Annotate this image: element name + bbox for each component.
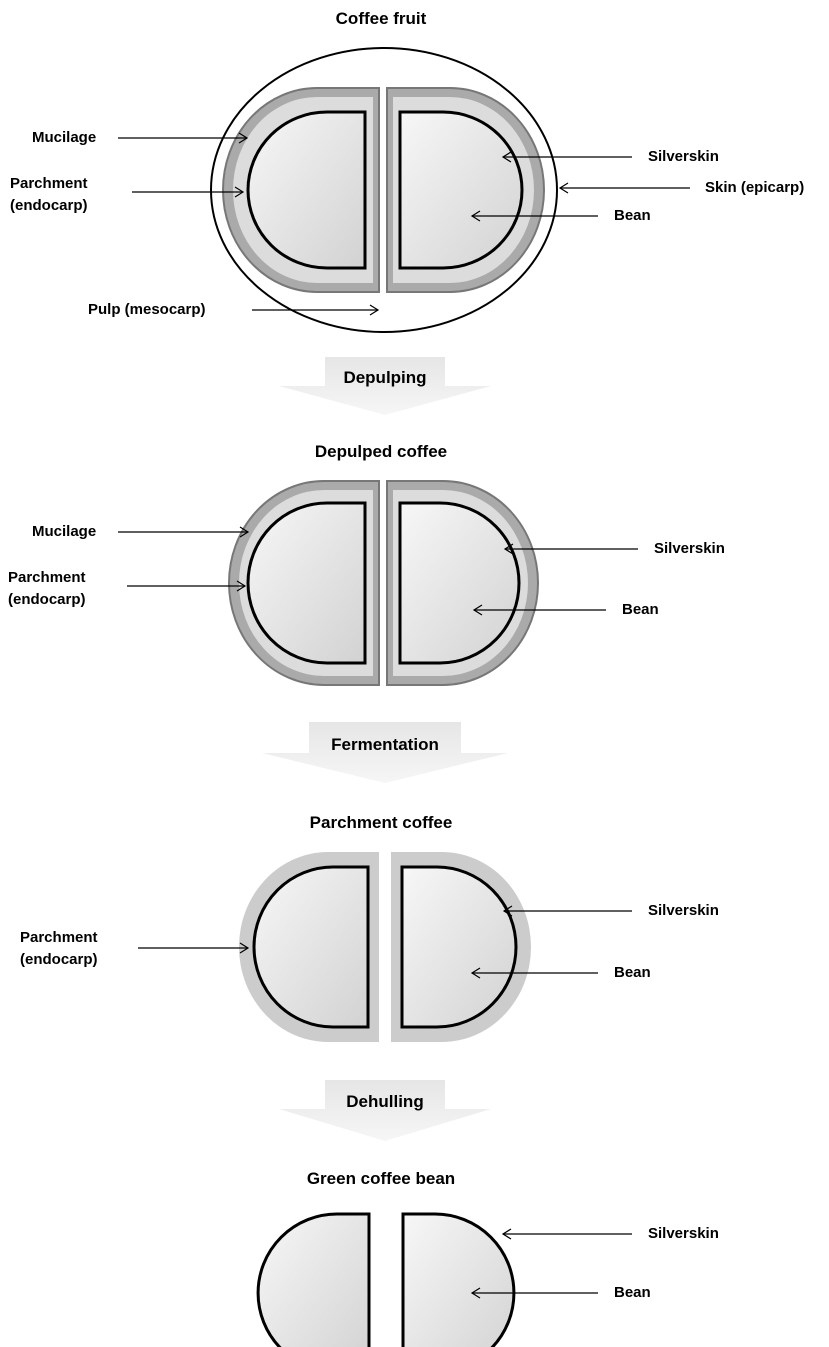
step-label-depulping: Depulping [343, 368, 426, 387]
stage-title-coffee-fruit: Coffee fruit [336, 9, 427, 28]
label-skin: Skin (epicarp) [705, 179, 804, 196]
label-bean: Bean [622, 601, 659, 618]
label-silverskin: Silverskin [648, 1225, 719, 1242]
left-bean-shape [258, 1214, 369, 1347]
stage-green-coffee-bean: Green coffee bean Silverskin Bean [258, 1169, 719, 1347]
stage-coffee-fruit: Coffee fruit Mucilage Parchment (endocar… [10, 9, 804, 332]
step-arrow-depulping: Depulping [279, 357, 491, 415]
label-parchment: Parchment [10, 175, 88, 192]
label-endocarp: (endocarp) [10, 197, 88, 214]
step-label-fermentation: Fermentation [331, 735, 439, 754]
label-mucilage: Mucilage [32, 129, 96, 146]
label-parchment: Parchment [8, 569, 86, 586]
label-silverskin: Silverskin [648, 902, 719, 919]
label-mucilage: Mucilage [32, 523, 96, 540]
label-bean: Bean [614, 964, 651, 981]
right-bean-shape [403, 1214, 514, 1347]
stage-depulped-coffee: Depulped coffee Mucilage Parchment (endo… [8, 442, 725, 685]
label-parchment: Parchment [20, 929, 98, 946]
step-arrow-fermentation: Fermentation [262, 722, 508, 783]
label-bean: Bean [614, 1284, 651, 1301]
stage-parchment-coffee: Parchment coffee Parchment (endocarp) Si… [20, 813, 719, 1042]
step-arrow-dehulling: Dehulling [279, 1080, 491, 1141]
label-endocarp: (endocarp) [20, 951, 98, 968]
stage-title-parchment-coffee: Parchment coffee [310, 813, 453, 832]
label-endocarp: (endocarp) [8, 591, 86, 608]
label-pulp: Pulp (mesocarp) [88, 301, 206, 318]
label-bean: Bean [614, 207, 651, 224]
step-label-dehulling: Dehulling [346, 1092, 423, 1111]
label-silverskin: Silverskin [654, 540, 725, 557]
label-silverskin: Silverskin [648, 148, 719, 165]
stage-title-green-coffee-bean: Green coffee bean [307, 1169, 455, 1188]
stage-title-depulped-coffee: Depulped coffee [315, 442, 447, 461]
